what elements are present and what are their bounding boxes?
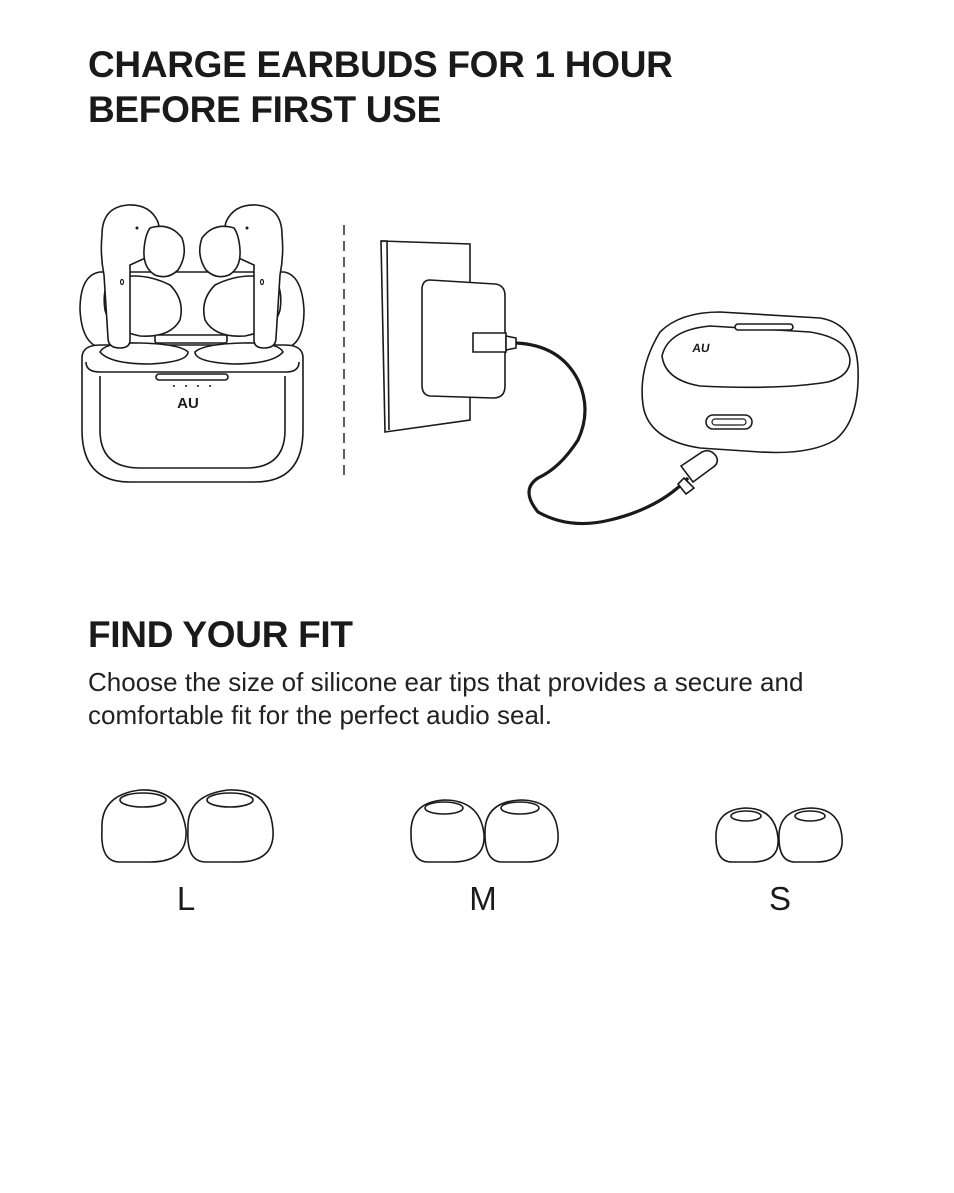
fit-description-line-2: comfortable fit for the perfect audio se… [88, 700, 552, 730]
case-logo: AU [177, 395, 199, 412]
usb-c-connector [676, 449, 719, 496]
size-label-s: S [768, 880, 791, 917]
ear-tip-icon [187, 789, 274, 863]
ear-tips-illustration [101, 789, 843, 863]
earbuds-case-open-icon: AU [79, 204, 305, 483]
ear-tip-icon [101, 789, 187, 863]
closed-case-logo: AU [691, 341, 710, 355]
ear-tip-icon [410, 799, 485, 863]
charging-illustration: AU AU [79, 204, 859, 526]
charge-title-line-1: CHARGE EARBUDS FOR 1 HOUR [88, 44, 673, 85]
charge-title-line-2: BEFORE FIRST USE [88, 89, 441, 130]
fit-description-line-1: Choose the size of silicone ear tips tha… [88, 667, 804, 697]
fit-title: FIND YOUR FIT [88, 614, 353, 655]
ear-tip-icon [778, 807, 843, 863]
wall-charger-icon [380, 240, 517, 433]
charging-case-closed-icon: AU [641, 311, 859, 454]
usb-cable-icon [515, 341, 690, 526]
ear-tip-icon [715, 807, 779, 863]
ear-tip-icon [484, 799, 559, 863]
fit-description: Choose the size of silicone ear tips tha… [88, 666, 803, 732]
size-label-l: L [176, 880, 196, 917]
size-label-m: M [469, 880, 497, 917]
